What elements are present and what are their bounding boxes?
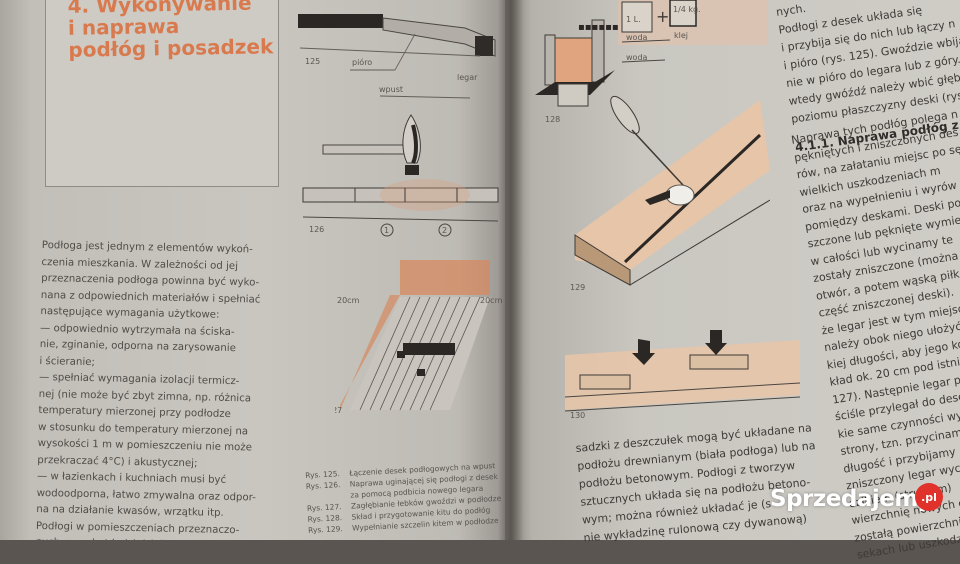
figure-number: 130 <box>570 411 585 420</box>
left-page: 4. Wykonywanie i naprawa podłóg i posadz… <box>0 0 520 540</box>
figure-128: + 1 L. 1/4 kg. woda klej woda ▪▪▪▪▪▪ 128 <box>535 0 768 124</box>
marker-2: 2 <box>442 226 447 235</box>
label-wpust: wpust <box>379 85 403 94</box>
watermark-badge: .pl <box>915 483 943 511</box>
right-page: + 1 L. 1/4 kg. woda klej woda ▪▪▪▪▪▪ 128… <box>505 0 960 540</box>
figure-126: 1 2 126 <box>302 114 499 237</box>
right-body-bottom-text: sadzki z deszczułek mogą być układane na… <box>575 420 819 548</box>
chapter-title-box: 4. Wykonywanie i naprawa podłóg i posadz… <box>45 0 279 187</box>
figure-number: 126 <box>309 225 324 234</box>
label-legar: legar <box>457 73 478 82</box>
figure-number: 125 <box>305 57 320 66</box>
figure-125: pióro wpust legar 125 <box>298 14 496 99</box>
label-1-4kg: 1/4 kg. <box>673 5 701 14</box>
label-woda: woda <box>626 53 648 62</box>
label-20cm: 20cm <box>480 296 503 305</box>
chapter-title: 4. Wykonywanie i naprawa podłóg i posadz… <box>67 0 278 62</box>
label-1l: 1 L. <box>626 15 641 24</box>
book-spine-shadow <box>498 0 524 540</box>
chapter-title-line: podłóg i posadzek <box>68 34 274 62</box>
watermark-logo: Sprzedajemy <box>770 486 933 512</box>
figure-130: 130 <box>564 330 801 420</box>
figure-number: 129 <box>570 283 585 292</box>
figure-127: 20cm 20cm 127 <box>335 260 503 415</box>
label-woda: woda <box>626 33 648 42</box>
figure-129: 129 <box>570 95 770 292</box>
svg-text:▪▪▪▪▪▪: ▪▪▪▪▪▪ <box>578 22 619 33</box>
label-20cm: 20cm <box>337 296 360 305</box>
left-body-text: Podłoga jest jednym z elementów wykoń- c… <box>35 238 288 540</box>
label-pioro: pióro <box>352 57 372 67</box>
figure-number: 127 <box>335 406 342 415</box>
figure-captions: Rys. 125.Łączenie desek podłogowych na w… <box>305 460 503 536</box>
label-klej: klej <box>674 31 688 40</box>
figure-number: 128 <box>545 115 560 124</box>
marker-1: 1 <box>384 226 389 235</box>
svg-text:+: + <box>656 7 669 26</box>
